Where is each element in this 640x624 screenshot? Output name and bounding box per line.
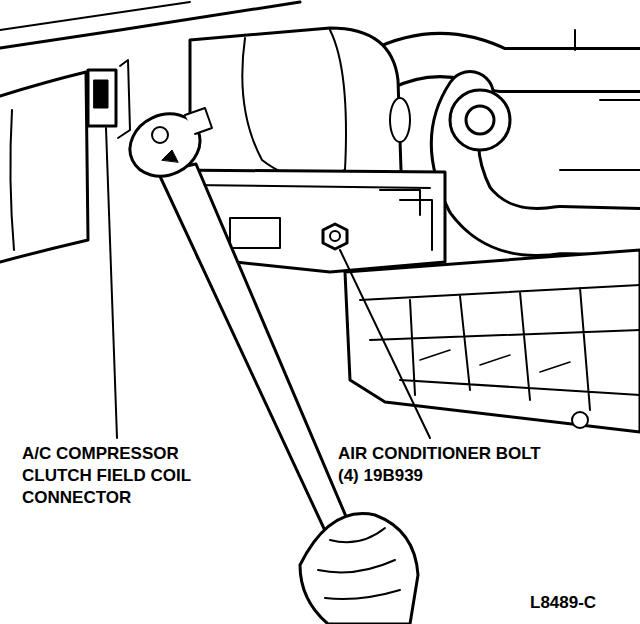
- leader-line: [106, 128, 117, 438]
- part-label: A/C COMPRESSOR CLUTCH FIELD COIL CONNECT…: [22, 443, 232, 509]
- figure-number: L8489-C: [530, 592, 635, 614]
- leader-line: [340, 250, 430, 438]
- part-label: AIR CONDITIONER BOLT (4) 19B939: [338, 443, 553, 487]
